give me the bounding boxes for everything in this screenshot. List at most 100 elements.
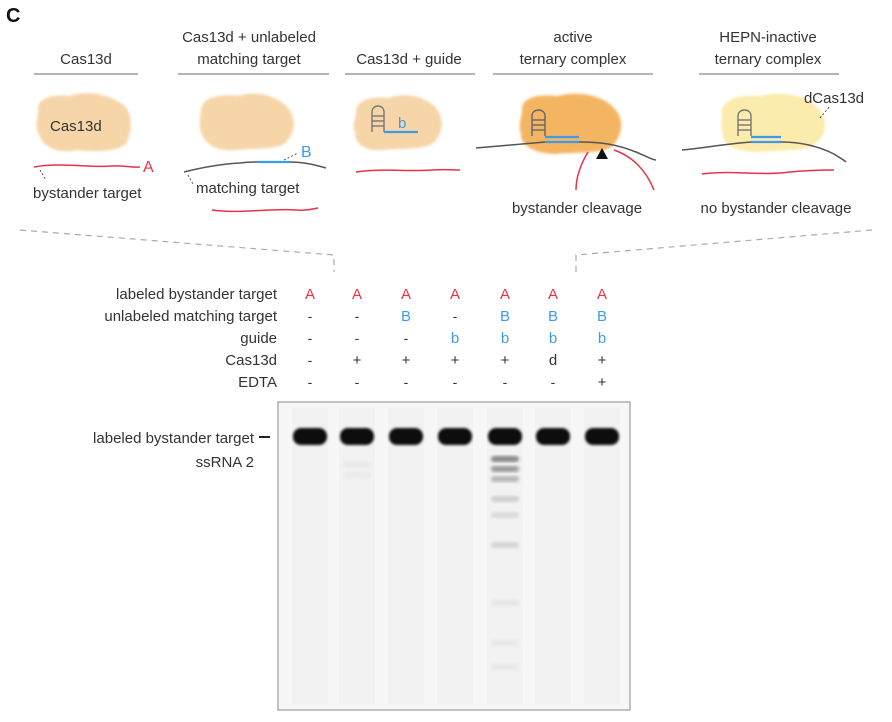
gel-band-cleavage-product (491, 512, 519, 518)
active-protein-shape (519, 93, 622, 154)
condition-cell-lane3-row1: A (401, 286, 411, 303)
schematic-cas13d-matching: B matching target (183, 93, 327, 213)
gel-lane-3 (388, 408, 424, 704)
dcas13d-pointer (819, 105, 831, 119)
gel-lane-background (339, 408, 375, 704)
schematic-cas13d: Cas13d A bystander target (33, 93, 154, 202)
condition-cell-lane2-row4: + (353, 352, 362, 369)
matching-target-pointer (283, 152, 299, 161)
gel-lanes (292, 408, 620, 704)
condition-cell-lane6-row4: d (549, 352, 557, 369)
condition-cell-lane7-row2: B (597, 308, 607, 325)
cleaved-bystander-left (575, 151, 589, 191)
gel-lane-background (487, 408, 523, 704)
bystander-rna-strand-3 (355, 168, 461, 173)
cas13d-protein-shape (36, 93, 131, 152)
condition-cell-lane7-row1: A (597, 286, 607, 303)
dcas13d-label: dCas13d (804, 90, 864, 107)
schematic-inactive-complex: dCas13d no bystander cleavage (681, 90, 864, 217)
schematic-cas13d-guide: b (353, 95, 461, 173)
inactive-protein-shape (721, 93, 826, 152)
condition-cell-lane4-row1: A (450, 286, 460, 303)
condition-cell-lane2-row3: - (355, 330, 360, 346)
inactive-target-rna-left (681, 141, 752, 151)
bystander-pointer (39, 169, 47, 181)
schematic-4-title-line1: active (553, 29, 592, 46)
matching-target-caption: matching target (196, 180, 300, 197)
guide-hairpin (371, 105, 385, 132)
row-label-bystander: labeled bystander target (116, 286, 278, 303)
panel-letter: C (6, 5, 20, 27)
condition-cell-lane5-row5: - (503, 374, 508, 390)
schematic-5-title-line2: ternary complex (715, 51, 822, 68)
bystander-letter: A (143, 159, 154, 176)
gel-band-full-length (536, 428, 570, 445)
gel-band-cleavage-product (491, 640, 519, 646)
band-sublabel: ssRNA 2 (196, 454, 254, 471)
condition-cell-lane3-row2: B (401, 308, 411, 325)
intact-bystander-rna (701, 169, 835, 175)
condition-cell-lane3-row4: + (402, 352, 411, 369)
gel-band-cleavage-product (491, 456, 519, 462)
schematic-2-title-line2: matching target (197, 51, 301, 68)
condition-cell-lane6-row3: b (549, 330, 557, 347)
bystander-rna-strand (33, 164, 141, 168)
band-label: labeled bystander target (93, 430, 255, 447)
gel-lane-background (388, 408, 424, 704)
condition-cell-lane1-row2: - (308, 308, 313, 324)
schematic-1-title: Cas13d (60, 51, 112, 68)
gel-lane-background (535, 408, 571, 704)
gel-lane-background (292, 408, 328, 704)
no-bystander-cleavage-caption: no bystander cleavage (701, 200, 852, 217)
gel-band-full-length (293, 428, 327, 445)
matching-target-letter: B (301, 144, 312, 161)
condition-cell-lane3-row3: - (404, 330, 409, 346)
cleaved-bystander-right (613, 149, 655, 191)
condition-cell-lane4-row4: + (451, 352, 460, 369)
condition-cell-lane6-row5: - (551, 374, 556, 390)
bystander-cleavage-caption: bystander cleavage (512, 200, 642, 217)
guide-letter: b (398, 115, 406, 132)
condition-cell-lane1-row4: - (308, 352, 313, 368)
gel-band-cleavage-product (491, 496, 519, 502)
matching-caption-pointer (187, 174, 194, 185)
gel-lane-1 (292, 408, 328, 704)
condition-cell-lane7-row4: + (598, 352, 607, 369)
matching-target-rna-right (289, 161, 327, 169)
condition-cell-lane4-row3: b (451, 330, 459, 347)
condition-cell-lane7-row3: b (598, 330, 606, 347)
gel-band-full-length (438, 428, 472, 445)
schematic-2-title-line1: Cas13d + unlabeled (182, 29, 316, 46)
gel-lane-background (584, 408, 620, 704)
gel-band-cleavage-product (491, 600, 519, 606)
gel-band-cleavage-product (491, 542, 519, 548)
gel-lane-5 (487, 408, 523, 704)
condition-cell-lane2-row2: - (355, 308, 360, 324)
gel-band-cleavage-product (491, 476, 519, 482)
condition-cell-lane5-row4: + (501, 352, 510, 369)
condition-cell-lane5-row1: A (500, 286, 510, 303)
condition-cell-lane6-row1: A (548, 286, 558, 303)
condition-cell-lane6-row2: B (548, 308, 558, 325)
schematic-5-title-line1: HEPN-inactive (719, 29, 817, 46)
zoom-line-right (575, 229, 873, 272)
condition-cell-lane1-row1: A (305, 286, 315, 303)
row-label-guide: guide (240, 330, 277, 347)
inactive-target-rna-right (780, 141, 847, 163)
gel-band-full-length (488, 428, 522, 445)
schematic-active-complex: bystander cleavage (475, 93, 657, 217)
zoom-line-left (19, 229, 335, 272)
gel-band-cleavage-product (491, 466, 519, 472)
condition-cell-lane4-row2: - (453, 308, 458, 324)
matching-target-rna-left (183, 161, 259, 173)
gel-band-cleavage-product (491, 664, 519, 670)
condition-cell-lane3-row5: - (404, 374, 409, 390)
row-label-matching: unlabeled matching target (104, 308, 277, 325)
condition-row-labels: labeled bystander target unlabeled match… (104, 286, 277, 391)
gel-band-cleavage-product (343, 462, 371, 468)
schematic-4-title-line2: ternary complex (520, 51, 627, 68)
condition-cell-lane5-row3: b (501, 330, 509, 347)
gel-band-cleavage-product (343, 472, 371, 478)
